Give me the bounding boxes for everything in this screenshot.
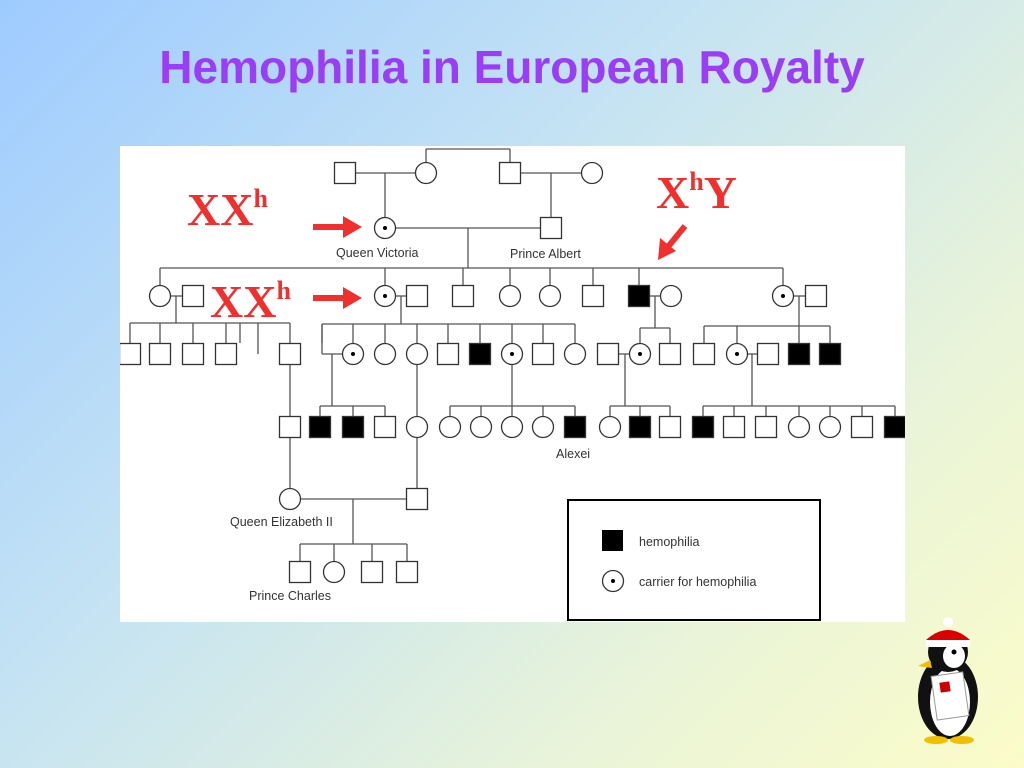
- affected-male-square: [883, 415, 905, 439]
- legend-carrier-label: carrier for hemophilia: [639, 575, 756, 589]
- label-alexei: Alexei: [556, 447, 590, 461]
- female-circle: [373, 342, 397, 366]
- annotation-base: X: [656, 167, 690, 218]
- male-square: [754, 415, 778, 439]
- annotation-son-genotype: XhY: [656, 167, 737, 218]
- annotation-tail: Y: [703, 167, 737, 218]
- male-square: [288, 560, 312, 584]
- male-square: [181, 284, 205, 308]
- male-square: [214, 342, 238, 366]
- carrier-dot: [781, 294, 785, 298]
- affected-male-square: [341, 415, 365, 439]
- carrier-dot: [351, 352, 355, 356]
- affected-male-square: [818, 342, 842, 366]
- male-square: [539, 216, 563, 240]
- pedigree-symbols: [120, 161, 905, 584]
- female-circle: [438, 415, 462, 439]
- female-circle: [538, 284, 562, 308]
- carrier-dot: [383, 294, 387, 298]
- male-square: [181, 342, 205, 366]
- affected-male-square: [468, 342, 492, 366]
- male-square: [451, 284, 475, 308]
- legend-frame: [567, 499, 821, 621]
- legend-box: hemophilia carrier for hemophilia: [567, 499, 821, 621]
- affected-male-square: [563, 415, 587, 439]
- male-square: [278, 415, 302, 439]
- female-circle: [818, 415, 842, 439]
- male-square: [531, 342, 555, 366]
- male-square: [405, 284, 429, 308]
- female-circle: [500, 415, 524, 439]
- carrier-dot: [510, 352, 514, 356]
- female-circle: [659, 284, 683, 308]
- label-queen-elizabeth-ii: Queen Elizabeth II: [230, 515, 333, 529]
- female-circle: [322, 560, 346, 584]
- male-square: [596, 342, 620, 366]
- female-circle: [498, 284, 522, 308]
- female-circle: [278, 487, 302, 511]
- label-queen-victoria: Queen Victoria: [336, 246, 419, 260]
- male-square: [658, 415, 682, 439]
- affected-male-square: [627, 284, 651, 308]
- affected-male-square: [691, 415, 715, 439]
- female-circle: [787, 415, 811, 439]
- male-square: [756, 342, 780, 366]
- male-square: [373, 415, 397, 439]
- annotation-base: XX: [187, 184, 254, 235]
- male-square: [850, 415, 874, 439]
- legend-hemophilia-label: hemophilia: [639, 535, 700, 549]
- legend-carrier-dot: [611, 579, 615, 583]
- annotation-superscript: h: [253, 184, 268, 213]
- male-square: [722, 415, 746, 439]
- male-square: [360, 560, 384, 584]
- male-square: [405, 487, 429, 511]
- female-circle: [148, 284, 172, 308]
- pedigree-diagram: Queen Victoria Prince Albert Alexei Quee…: [120, 148, 905, 621]
- carrier-dot: [638, 352, 642, 356]
- carrier-dot: [735, 352, 739, 356]
- male-square: [436, 342, 460, 366]
- annotation-daughter-genotype: XXh: [210, 276, 291, 327]
- annotation-superscript: h: [689, 167, 704, 196]
- label-prince-charles: Prince Charles: [249, 589, 331, 603]
- female-circle: [469, 415, 493, 439]
- male-square: [278, 342, 302, 366]
- male-square: [498, 161, 522, 185]
- female-circle: [414, 161, 438, 185]
- pedigree-chart: Queen Victoria Prince Albert Alexei Quee…: [120, 146, 905, 622]
- female-circle: [405, 415, 429, 439]
- annotation-superscript: h: [276, 276, 291, 305]
- male-square: [804, 284, 828, 308]
- annotation-base: XX: [210, 276, 277, 327]
- male-square: [658, 342, 682, 366]
- affected-male-square: [628, 415, 652, 439]
- male-square: [120, 342, 142, 366]
- female-circle: [580, 161, 604, 185]
- female-circle: [598, 415, 622, 439]
- male-square: [333, 161, 357, 185]
- male-square: [692, 342, 716, 366]
- pedigree-labels: Queen Victoria Prince Albert Alexei Quee…: [230, 246, 590, 603]
- male-square: [581, 284, 605, 308]
- legend-hemophilia-icon: [602, 530, 623, 551]
- slide-title: Hemophilia in European Royalty: [159, 41, 865, 93]
- label-prince-albert: Prince Albert: [510, 247, 581, 261]
- male-square: [395, 560, 419, 584]
- annotation-victoria-genotype: XXh: [187, 184, 268, 235]
- pedigree-lines: [129, 148, 896, 561]
- carrier-dot: [383, 226, 387, 230]
- female-circle: [405, 342, 429, 366]
- penguin-mascot-icon: [918, 617, 978, 744]
- male-square: [148, 342, 172, 366]
- female-circle: [531, 415, 555, 439]
- affected-male-square: [787, 342, 811, 366]
- affected-male-square: [308, 415, 332, 439]
- female-circle: [563, 342, 587, 366]
